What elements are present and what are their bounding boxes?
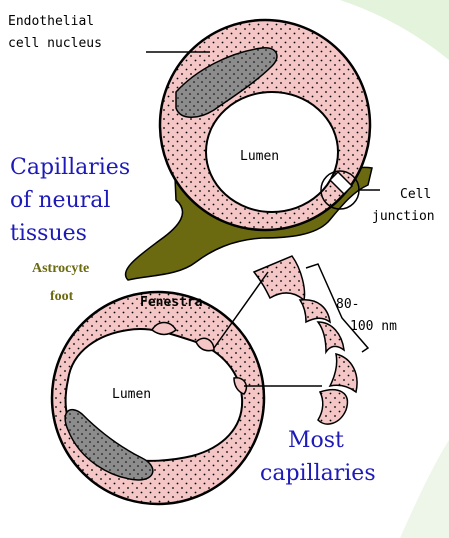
label-capillaries-3: tissues [10, 221, 87, 246]
label-most-2: capillaries [260, 461, 376, 486]
label-astrocyte-2: foot [50, 289, 74, 304]
fenestra-segment-1 [254, 256, 305, 300]
label-cell-junction-1: Cell [400, 187, 431, 202]
label-endothelial-2: cell nucleus [8, 36, 102, 51]
label-size-2: 100 nm [350, 319, 397, 334]
label-capillaries-2: of neural [10, 188, 110, 213]
label-most-1: Most [288, 428, 344, 453]
label-fenestra: Fenestra [140, 295, 203, 310]
fenestra-detail [254, 256, 357, 424]
fenestra-segment-2 [300, 300, 330, 322]
label-lumen-bottom: Lumen [112, 387, 151, 402]
label-endothelial-1: Endothelial [8, 14, 94, 29]
label-astrocyte-1: Astrocyte [32, 261, 89, 276]
corner-tint-top-right [340, 0, 449, 60]
label-size-1: 80- [336, 297, 359, 312]
label-capillaries-1: Capillaries [10, 155, 130, 180]
fenestra-segment-3 [318, 322, 344, 352]
corner-tint-bottom-right [400, 440, 449, 538]
fenestra-segment-5 [318, 390, 347, 424]
fenestra-segment-4 [330, 354, 357, 392]
fenestrated-capillary [52, 292, 264, 504]
label-cell-junction-2: junction [372, 209, 435, 224]
label-lumen-top: Lumen [240, 149, 279, 164]
